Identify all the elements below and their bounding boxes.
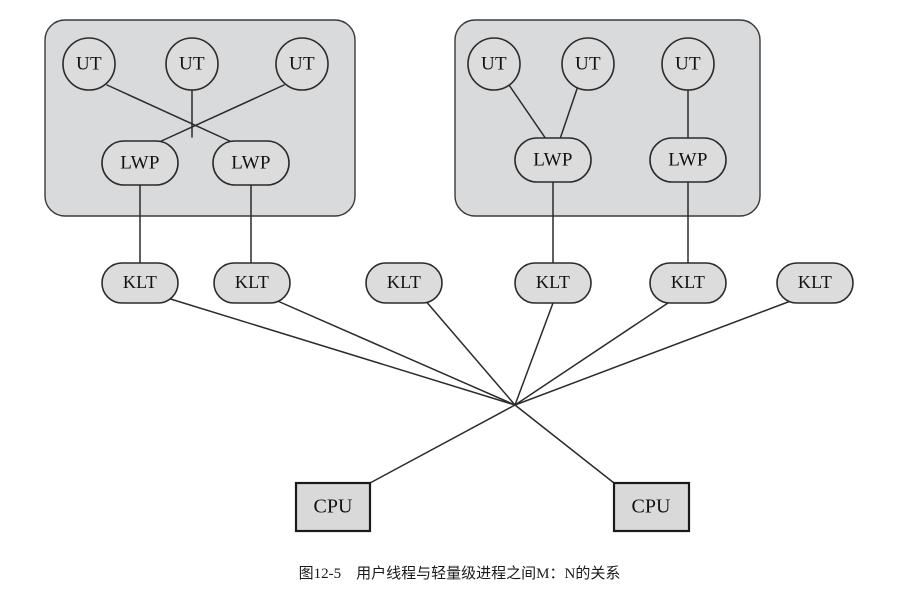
- lwp-2-shape: [212, 140, 290, 186]
- cpu-nodes: CPU CPU: [294, 481, 691, 533]
- klt-3-label: KLT: [387, 272, 421, 292]
- lwp-1-label: LWP: [120, 152, 160, 173]
- node-klt-2[interactable]: KLT: [213, 262, 291, 304]
- node-klt-5[interactable]: KLT: [649, 262, 727, 304]
- edge-ut1-to-lwp2: [106, 84, 235, 144]
- edge-hub-to-cpu2: [514, 404, 615, 484]
- node-cpu-1[interactable]: CPU: [294, 481, 372, 533]
- node-klt-1[interactable]: KLT: [101, 262, 179, 304]
- node-klt-3[interactable]: KLT: [365, 262, 443, 304]
- node-ut-3[interactable]: UT: [275, 37, 329, 91]
- ut-1-circle: [62, 37, 116, 91]
- edge-klt1-to-hub: [163, 296, 516, 406]
- klt-3-shape: [365, 262, 443, 304]
- edge-ut5-to-lwp3: [559, 85, 579, 140]
- edges-process-2: [508, 84, 689, 264]
- ut-2-label: UT: [179, 53, 205, 74]
- klt-4-label: KLT: [536, 272, 570, 292]
- edge-klt6-to-hub: [514, 298, 797, 406]
- lwp-nodes: LWP LWP LWP LWP: [101, 137, 727, 186]
- edge-ut4-to-lwp3: [508, 84, 547, 140]
- node-lwp-3[interactable]: LWP: [514, 137, 592, 183]
- ut-4-circle: [467, 37, 521, 91]
- klt-5-shape: [649, 262, 727, 304]
- lwp-3-shape: [514, 137, 592, 183]
- edges-klt-to-hub: [163, 296, 797, 406]
- node-ut-1[interactable]: UT: [62, 37, 116, 91]
- node-lwp-1[interactable]: LWP: [101, 140, 179, 186]
- node-ut-5[interactable]: UT: [561, 37, 615, 91]
- klt-6-label: KLT: [798, 272, 832, 292]
- klt-5-label: KLT: [671, 272, 705, 292]
- ut-2-circle: [165, 37, 219, 91]
- ut-4-label: UT: [481, 53, 507, 74]
- edges-hub-to-cpu: [369, 404, 615, 484]
- edge-klt2-to-hub: [272, 298, 516, 406]
- ut-3-label: UT: [289, 53, 315, 74]
- cpu-2-label: CPU: [632, 496, 671, 518]
- lwp-3-label: LWP: [533, 149, 573, 170]
- cpu-1-shape: [294, 481, 372, 533]
- edge-klt3-to-hub: [423, 298, 516, 406]
- cpu-2-shape: [612, 481, 691, 533]
- klt-6-shape: [776, 262, 854, 304]
- node-ut-4[interactable]: UT: [467, 37, 521, 91]
- ut-nodes: UT UT UT UT UT UT: [62, 37, 715, 91]
- node-klt-6[interactable]: KLT: [776, 262, 854, 304]
- klt-2-label: KLT: [235, 272, 269, 292]
- ut-5-label: UT: [575, 53, 601, 74]
- edge-klt4-to-hub: [514, 302, 554, 406]
- ut-6-circle: [661, 37, 715, 91]
- ut-3-circle: [275, 37, 329, 91]
- node-cpu-2[interactable]: CPU: [612, 481, 691, 533]
- process-boxes: [44, 19, 761, 217]
- figure-caption: 图12-5 用户线程与轻量级进程之间M：N的关系: [298, 566, 621, 582]
- node-klt-4[interactable]: KLT: [514, 262, 592, 304]
- edge-ut3-to-lwp1: [156, 84, 285, 144]
- cpu-1-label: CPU: [314, 496, 353, 518]
- lwp-4-label: LWP: [668, 149, 708, 170]
- node-lwp-2[interactable]: LWP: [212, 140, 290, 186]
- lwp-1-shape: [101, 140, 179, 186]
- lwp-2-label: LWP: [231, 152, 271, 173]
- node-ut-6[interactable]: UT: [661, 37, 715, 91]
- edges-process-1: [106, 84, 285, 264]
- ut-5-circle: [561, 37, 615, 91]
- klt-1-label: KLT: [123, 272, 157, 292]
- lwp-4-shape: [649, 137, 727, 183]
- edge-hub-to-cpu1: [369, 404, 516, 484]
- ut-6-label: UT: [675, 53, 701, 74]
- edge-klt5-to-hub: [514, 300, 672, 406]
- node-ut-2[interactable]: UT: [165, 37, 219, 91]
- klt-4-shape: [514, 262, 592, 304]
- klt-2-shape: [213, 262, 291, 304]
- ut-1-label: UT: [76, 53, 102, 74]
- klt-1-shape: [101, 262, 179, 304]
- klt-nodes: KLT KLT KLT KLT KLT KLT: [101, 262, 854, 304]
- node-lwp-4[interactable]: LWP: [649, 137, 727, 183]
